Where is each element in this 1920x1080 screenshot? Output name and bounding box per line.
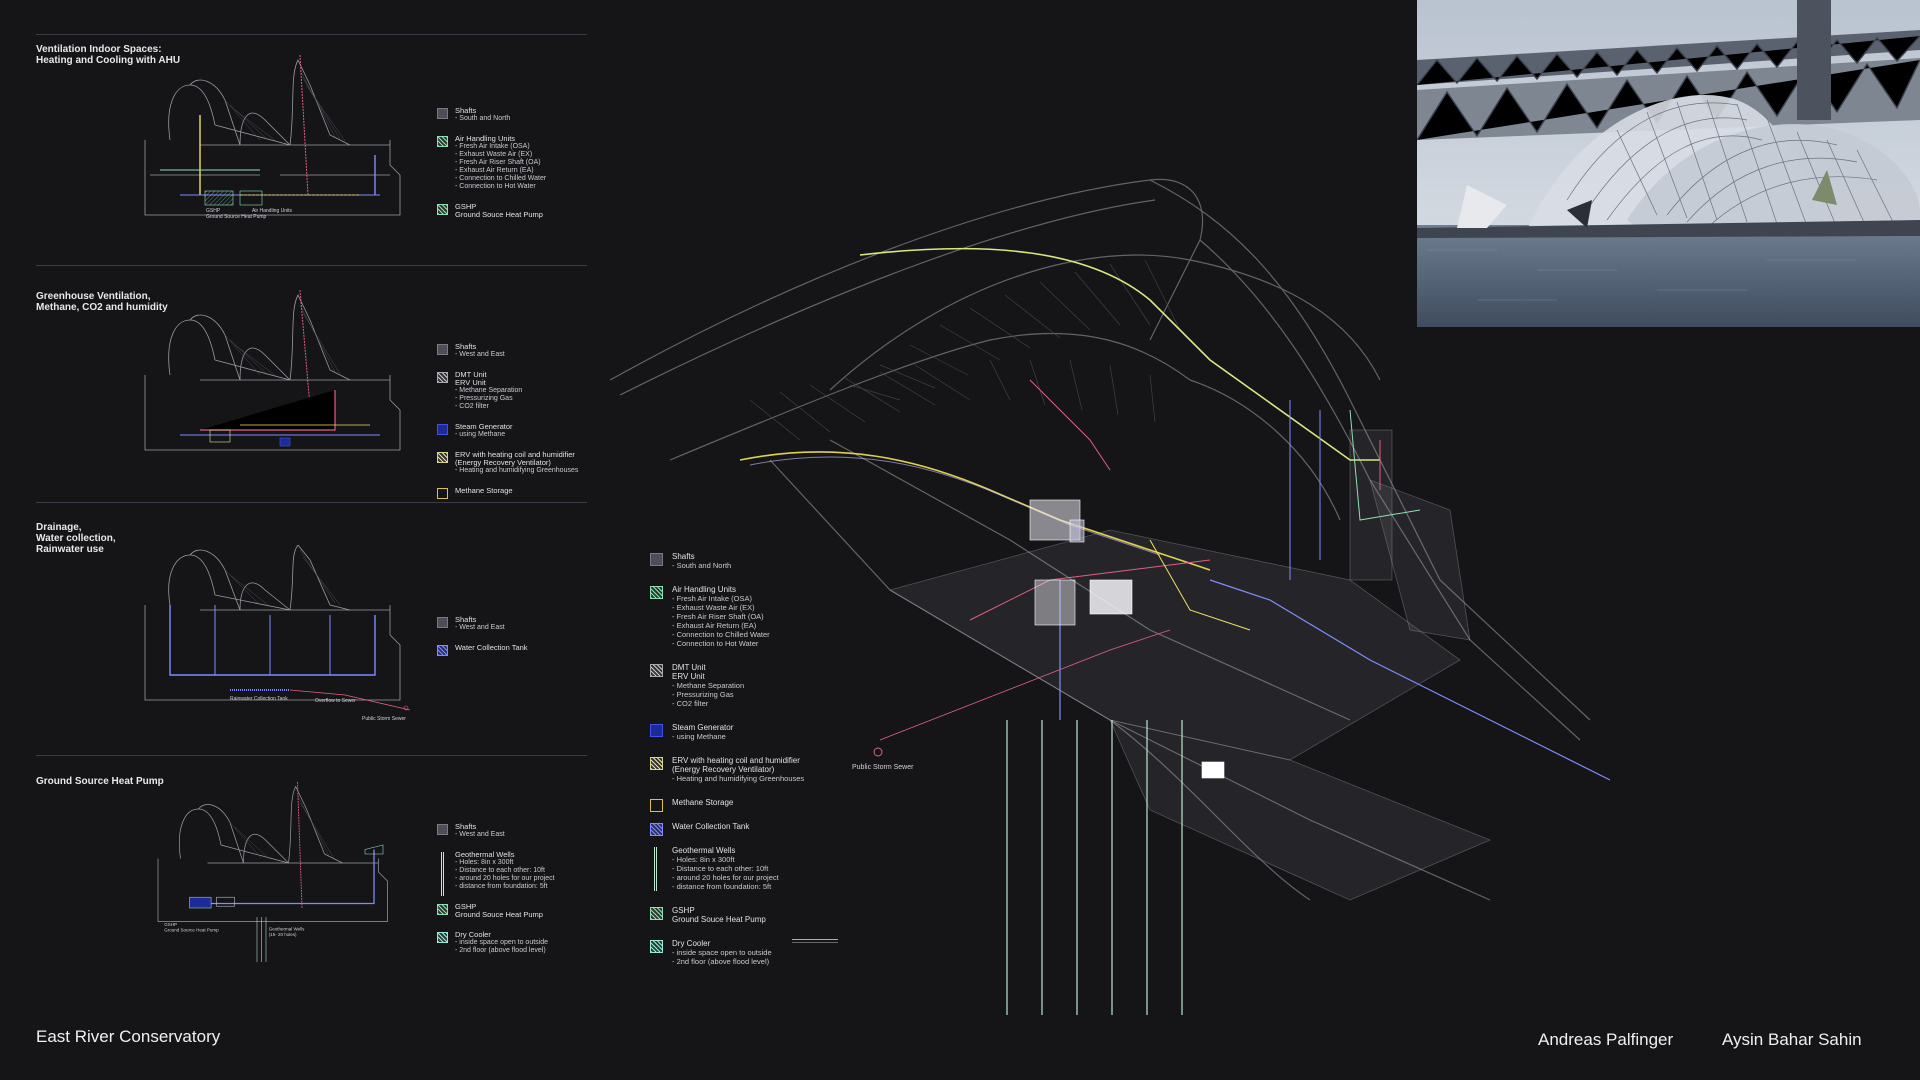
legend-item: Shafts- West and East: [437, 343, 627, 359]
section-diagram-drainage: Rainwater Collection Tank Overflow to Se…: [144, 545, 410, 722]
legend-item: Geothermal Wells- Holes: 8in x 300ft - D…: [650, 846, 850, 891]
legend-item: Shafts- West and East: [437, 616, 627, 632]
section-legend-gshp: Shafts- West and East Geothermal Wells- …: [437, 823, 627, 967]
legend-swatch: [437, 372, 448, 383]
scale-bar: [792, 939, 838, 943]
render-image: [1417, 0, 1920, 327]
legend-swatch: [650, 553, 663, 566]
legend-swatch: [650, 757, 663, 770]
legend-item: Water Collection Tank: [650, 822, 850, 836]
legend-item: Shafts- South and North: [650, 552, 850, 570]
legend-swatch: [650, 823, 663, 836]
legend-swatch: [650, 664, 663, 677]
legend-swatch: [437, 452, 448, 463]
legend-swatch: [437, 645, 448, 656]
divider-2: [36, 265, 587, 266]
divider-4: [36, 755, 587, 756]
legend-item: Dry Cooler- inside space open to outside…: [437, 931, 627, 955]
main-legend: Shafts- South and North Air Handling Uni…: [650, 552, 850, 981]
legend-swatch: [437, 344, 448, 355]
legend-swatch: [437, 204, 448, 215]
legend-swatch: [437, 108, 448, 119]
section-title-drainage: Drainage, Water collection, Rainwater us…: [36, 522, 116, 555]
author-1: Andreas Palfinger: [1538, 1030, 1674, 1049]
divider-3: [36, 502, 587, 503]
legend-item: Methane Storage: [437, 487, 627, 499]
legend-swatch: [437, 136, 448, 147]
legend-swatch: [650, 799, 663, 812]
project-title: East River Conservatory: [36, 1027, 221, 1046]
axo-label-storm-sewer: Public Storm Sewer: [852, 764, 914, 771]
legend-swatch: [437, 617, 448, 628]
divider-1: [36, 34, 587, 35]
section-diagram-greenhouse: [144, 289, 401, 451]
legend-swatch: [437, 824, 448, 835]
section-legend-drainage: Shafts- West and East Water Collection T…: [437, 616, 627, 664]
legend-swatch: [650, 907, 663, 920]
legend-swatch: [650, 940, 663, 953]
diagram-label-wells: Geothermal Wells(15- 20 holes): [269, 927, 305, 937]
legend-item: Steam Generator- using Methane: [437, 423, 627, 439]
diagram-label-overflow: Overflow to Sewer: [315, 698, 356, 704]
legend-swatch: [650, 586, 663, 599]
legend-item: Air Handling Units- Fresh Air Intake (OS…: [437, 135, 627, 191]
legend-swatch: [441, 852, 444, 896]
legend-swatch: [650, 724, 663, 737]
legend-swatch: [437, 904, 448, 915]
axonometric-diagram: Public Storm Sewer: [609, 178, 1611, 1015]
legend-item: DMT Unit ERV Unit- Methane Separation - …: [437, 371, 627, 411]
legend-swatch: [437, 932, 448, 943]
legend-item: Methane Storage: [650, 798, 850, 812]
author-2: Aysin Bahar Sahin: [1722, 1030, 1862, 1049]
legend-item: ERV with heating coil and humidifier (En…: [437, 451, 627, 475]
legend-swatch: [654, 847, 657, 891]
legend-item: Steam Generator- using Methane: [650, 723, 850, 741]
diagram-label-rain-tank: Rainwater Collection Tank: [230, 696, 288, 702]
diagram-label-ahu: Air Handling Units: [252, 208, 293, 214]
render-image-illustration: [1417, 0, 1920, 327]
legend-item: Shafts- West and East: [437, 823, 627, 839]
legend-item: GSHP Ground Souce Heat Pump: [650, 906, 850, 924]
legend-swatch: [437, 488, 448, 499]
legend-swatch: [437, 424, 448, 435]
section-title-ventilation: Ventilation Indoor Spaces: Heating and C…: [36, 44, 181, 66]
legend-item: GSHP Ground Souce Heat Pump: [437, 903, 627, 919]
legend-item: DMT Unit ERV Unit- Methane Separation - …: [650, 663, 850, 708]
section-legend-ventilation: Shafts- South and North Air Handling Uni…: [437, 107, 627, 231]
legend-item: Air Handling Units- Fresh Air Intake (OS…: [650, 585, 850, 648]
section-legend-greenhouse: Shafts- West and East DMT Unit ERV Unit-…: [437, 343, 627, 507]
legend-item: GSHP Ground Souce Heat Pump: [437, 203, 627, 219]
legend-item: Dry Cooler- inside space open to outside…: [650, 939, 850, 966]
legend-item: Water Collection Tank: [437, 644, 627, 656]
legend-item: ERV with heating coil and humidifier (En…: [650, 756, 850, 783]
section-title-gshp: Ground Source Heat Pump: [36, 776, 164, 787]
section-title-greenhouse: Greenhouse Ventilation, Methane, CO2 and…: [36, 291, 168, 313]
legend-item: Shafts- South and North: [437, 107, 627, 123]
legend-item: Geothermal Wells- Holes: 8in x 300ft - D…: [437, 851, 627, 896]
diagram-label-storm-sewer: Public Storm Sewer: [362, 716, 406, 722]
